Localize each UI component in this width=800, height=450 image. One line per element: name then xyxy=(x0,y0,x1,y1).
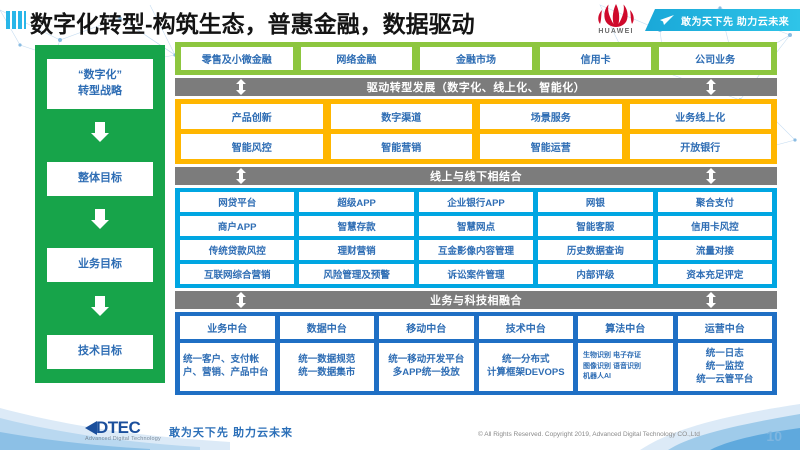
application-0-0[interactable]: 网贷平台 xyxy=(180,192,295,212)
applications-row-3: 互联网综合营销 风险管理及预警 诉讼案件管理 内部评级 资本充足评定 xyxy=(180,264,773,284)
goal-1-2[interactable]: 智能运营 xyxy=(480,134,622,159)
application-0-4[interactable]: 聚合支付 xyxy=(657,192,773,212)
goals-band: 产品创新 数字渠道 场景服务 业务线上化 智能风控 智能营销 智能运营 开放银行 xyxy=(175,99,777,164)
double-arrow-icon xyxy=(706,79,716,95)
dtec-wordmark: DTEC xyxy=(85,418,161,438)
huawei-flower-icon xyxy=(598,4,634,27)
applications-row-2: 传统贷款风控 理财营销 互金影像内容管理 历史数据查询 流量对接 xyxy=(180,240,773,260)
application-3-0[interactable]: 互联网综合营销 xyxy=(180,264,295,284)
business-line-1[interactable]: 网络金融 xyxy=(300,47,413,70)
platform-body-5[interactable]: 统一日志统一监控统一云管平台 xyxy=(677,343,772,392)
platform-column-4: 算法中台 生物识别 电子存证图像识别 语音识别机器人AI xyxy=(578,316,673,392)
application-2-3[interactable]: 历史数据查询 xyxy=(538,240,653,260)
connector-label-0: 驱动转型发展（数字化、线上化、智能化） xyxy=(366,82,586,94)
goals-row-0: 产品创新 数字渠道 场景服务 业务线上化 xyxy=(181,104,771,129)
application-3-2[interactable]: 诉讼案件管理 xyxy=(418,264,534,284)
goal-0-0[interactable]: 产品创新 xyxy=(181,104,323,129)
goal-0-3[interactable]: 业务线上化 xyxy=(629,104,771,129)
application-1-4[interactable]: 信用卡风控 xyxy=(657,216,773,236)
paper-plane-icon xyxy=(660,15,674,25)
page-number: 10 xyxy=(766,428,782,444)
goal-0-2[interactable]: 场景服务 xyxy=(480,104,622,129)
business-line-2[interactable]: 金融市场 xyxy=(420,47,532,70)
application-2-0[interactable]: 传统贷款风控 xyxy=(180,240,295,260)
platforms-band: 业务中台 统一客户、支付帐户、营销、产品中台 数据中台 统一数据规范统一数据集市… xyxy=(175,312,777,396)
strategy-item-1[interactable]: 整体目标 xyxy=(47,161,153,196)
application-0-3[interactable]: 网银 xyxy=(538,192,653,212)
platform-body-0[interactable]: 统一客户、支付帐户、营销、产品中台 xyxy=(180,343,275,392)
application-1-3[interactable]: 智能客服 xyxy=(538,216,653,236)
copyright-text: © All Rights Reserved. Copyright 2019, A… xyxy=(478,431,700,438)
connector-label-2: 业务与科技相融合 xyxy=(430,295,522,307)
dtec-logo-text: DTEC xyxy=(96,418,141,437)
application-1-1[interactable]: 智慧存款 xyxy=(299,216,414,236)
slide-header: 数字化转型-构筑生态，普惠金融，数据驱动 HUAWEI 敢为天下先 助力云未来 xyxy=(0,0,800,40)
huawei-wordmark: HUAWEI xyxy=(598,28,634,35)
platform-column-2: 移动中台 统一移动开发平台多APP统一投放 xyxy=(379,316,474,392)
goal-1-1[interactable]: 智能营销 xyxy=(330,134,472,159)
applications-row-1: 商户APP 智慧存款 智慧网点 智能客服 信用卡风控 xyxy=(180,216,773,236)
dtec-triangle-icon xyxy=(85,421,97,435)
connector-bar-0: 驱动转型发展（数字化、线上化、智能化） xyxy=(175,78,777,96)
application-1-2[interactable]: 智慧网点 xyxy=(418,216,534,236)
double-arrow-icon xyxy=(236,79,246,95)
applications-row-0: 网贷平台 超级APP 企业银行APP 网银 聚合支付 xyxy=(180,192,773,212)
application-2-2[interactable]: 互金影像内容管理 xyxy=(418,240,534,260)
double-arrow-icon xyxy=(236,168,246,184)
platform-column-1: 数据中台 统一数据规范统一数据集市 xyxy=(279,316,374,392)
application-3-4[interactable]: 资本充足评定 xyxy=(657,264,773,284)
platform-column-5: 运营中台 统一日志统一监控统一云管平台 xyxy=(677,316,772,392)
platform-head-2[interactable]: 移动中台 xyxy=(379,316,474,339)
application-3-1[interactable]: 风险管理及预警 xyxy=(299,264,414,284)
footer-wave-decoration xyxy=(0,404,800,450)
business-line-4[interactable]: 公司业务 xyxy=(659,47,771,70)
platform-head-3[interactable]: 技术中台 xyxy=(478,316,573,339)
double-arrow-icon xyxy=(706,168,716,184)
application-0-1[interactable]: 超级APP xyxy=(299,192,414,212)
goal-1-3[interactable]: 开放银行 xyxy=(629,134,771,159)
double-arrow-icon xyxy=(236,292,246,308)
platform-head-1[interactable]: 数据中台 xyxy=(279,316,374,339)
goal-0-1[interactable]: 数字渠道 xyxy=(330,104,472,129)
platform-body-1[interactable]: 统一数据规范统一数据集市 xyxy=(279,343,374,392)
platform-body-3[interactable]: 统一分布式计算框架DEVOPS xyxy=(478,343,573,392)
business-lines-band: 零售及小微金融 网络金融 金融市场 信用卡 公司业务 xyxy=(175,42,777,75)
double-arrow-icon xyxy=(706,292,716,308)
goals-row-1: 智能风控 智能营销 智能运营 开放银行 xyxy=(181,134,771,159)
platform-body-2[interactable]: 统一移动开发平台多APP统一投放 xyxy=(379,343,474,392)
goal-1-0[interactable]: 智能风控 xyxy=(181,134,323,159)
strategy-item-0[interactable]: “数字化”转型战略 xyxy=(47,59,153,109)
applications-band: 网贷平台 超级APP 企业银行APP 网银 聚合支付 商户APP 智慧存款 智慧… xyxy=(175,188,777,288)
application-1-0[interactable]: 商户APP xyxy=(180,216,295,236)
connector-bar-1: 线上与线下相结合 xyxy=(175,167,777,185)
platform-body-4[interactable]: 生物识别 电子存证图像识别 语音识别机器人AI xyxy=(578,343,673,392)
strategy-item-3[interactable]: 技术目标 xyxy=(47,335,153,369)
business-line-0[interactable]: 零售及小微金融 xyxy=(181,47,293,70)
layers-stack: 零售及小微金融 网络金融 金融市场 信用卡 公司业务 驱动转型发展（数字化、线上… xyxy=(175,42,777,396)
title-accent-bars-icon xyxy=(6,11,26,29)
platform-column-0: 业务中台 统一客户、支付帐户、营销、产品中台 xyxy=(180,316,275,392)
platform-head-0[interactable]: 业务中台 xyxy=(180,316,275,339)
application-0-2[interactable]: 企业银行APP xyxy=(418,192,534,212)
banner-slogan: 敢为天下先 助力云未来 xyxy=(681,16,790,28)
platform-head-4[interactable]: 算法中台 xyxy=(578,316,673,339)
huawei-logo: HUAWEI xyxy=(592,2,640,38)
application-2-4[interactable]: 流量对接 xyxy=(657,240,773,260)
business-line-3[interactable]: 信用卡 xyxy=(539,47,652,70)
platform-head-5[interactable]: 运营中台 xyxy=(677,316,772,339)
dtec-logo-subtitle: Advanced Digital Technology xyxy=(85,436,161,442)
dtec-logo: DTEC Advanced Digital Technology 敢为天下先 助… xyxy=(85,418,293,442)
footer-slogan: 敢为天下先 助力云未来 xyxy=(168,427,293,439)
strategy-item-2[interactable]: 业务目标 xyxy=(47,248,153,283)
connector-bar-2: 业务与科技相融合 xyxy=(175,291,777,309)
page-title: 数字化转型-构筑生态，普惠金融，数据驱动 xyxy=(30,11,475,37)
platform-column-3: 技术中台 统一分布式计算框架DEVOPS xyxy=(478,316,573,392)
connector-label-1: 线上与线下相结合 xyxy=(430,171,522,183)
strategy-column: “数字化”转型战略 整体目标 业务目标 技术目标 xyxy=(35,45,165,383)
application-3-3[interactable]: 内部评级 xyxy=(538,264,653,284)
header-banner: 敢为天下先 助力云未来 xyxy=(645,9,800,31)
slide-body: “数字化”转型战略 整体目标 业务目标 技术目标 零售及小微金融 网络金融 金融… xyxy=(0,40,800,405)
slide-footer: DTEC Advanced Digital Technology 敢为天下先 助… xyxy=(0,402,800,450)
application-2-1[interactable]: 理财营销 xyxy=(299,240,414,260)
